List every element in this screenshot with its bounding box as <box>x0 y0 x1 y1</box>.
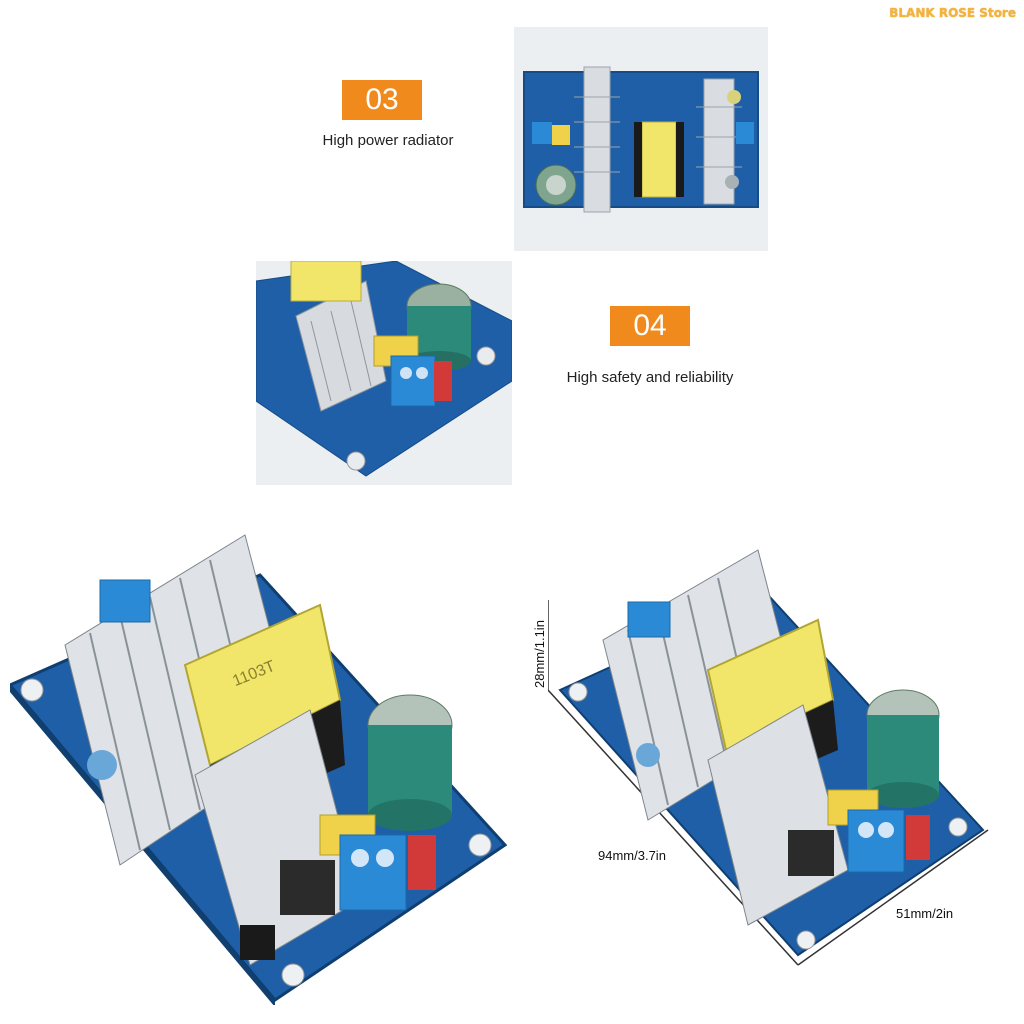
pcb-angled-photo: 1103T <box>10 515 510 1005</box>
width-dimension-label: 51mm/2in <box>896 906 954 921</box>
pcb-closeup-photo <box>256 261 512 485</box>
feature-03-caption: High power radiator <box>322 132 454 149</box>
pcb-top-view-photo <box>514 27 768 251</box>
length-dimension-label: 94mm/3.7in <box>598 848 666 863</box>
feature-03-badge: 03 <box>342 80 422 120</box>
height-dimension-label: 28mm/1.1in <box>532 620 547 688</box>
store-watermark: BLANK ROSE Store <box>889 6 1016 20</box>
feature-04-caption: High safety and reliability <box>566 369 734 386</box>
feature-04-badge: 04 <box>610 306 690 346</box>
pcb-dimension-photo <box>548 540 993 970</box>
